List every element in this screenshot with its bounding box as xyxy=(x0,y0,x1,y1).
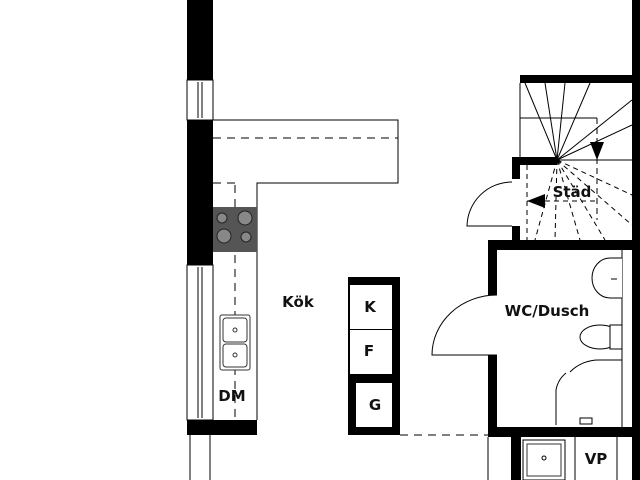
label-water-heater: VP xyxy=(584,450,608,468)
room-label-storage: Städ xyxy=(552,183,592,201)
room-label-bathroom: WC/Dusch xyxy=(504,302,590,320)
label-fridge: K xyxy=(364,298,376,316)
left-wall xyxy=(186,0,257,480)
stove-icon xyxy=(213,207,257,252)
washbasin-icon xyxy=(591,257,622,299)
storage-walls xyxy=(466,157,557,240)
staircase xyxy=(519,75,640,241)
label-freezer: F xyxy=(363,342,375,360)
sink-icon xyxy=(219,314,251,371)
utility-area xyxy=(487,437,618,480)
room-label-kitchen: Kök xyxy=(282,293,314,311)
label-dishwasher: DM xyxy=(218,387,246,405)
toilet-icon xyxy=(579,324,623,350)
appliance-cabinet xyxy=(348,277,488,436)
label-wardrobe: G xyxy=(368,396,382,414)
shower-icon xyxy=(555,359,622,425)
kitchen-counter xyxy=(213,119,399,420)
